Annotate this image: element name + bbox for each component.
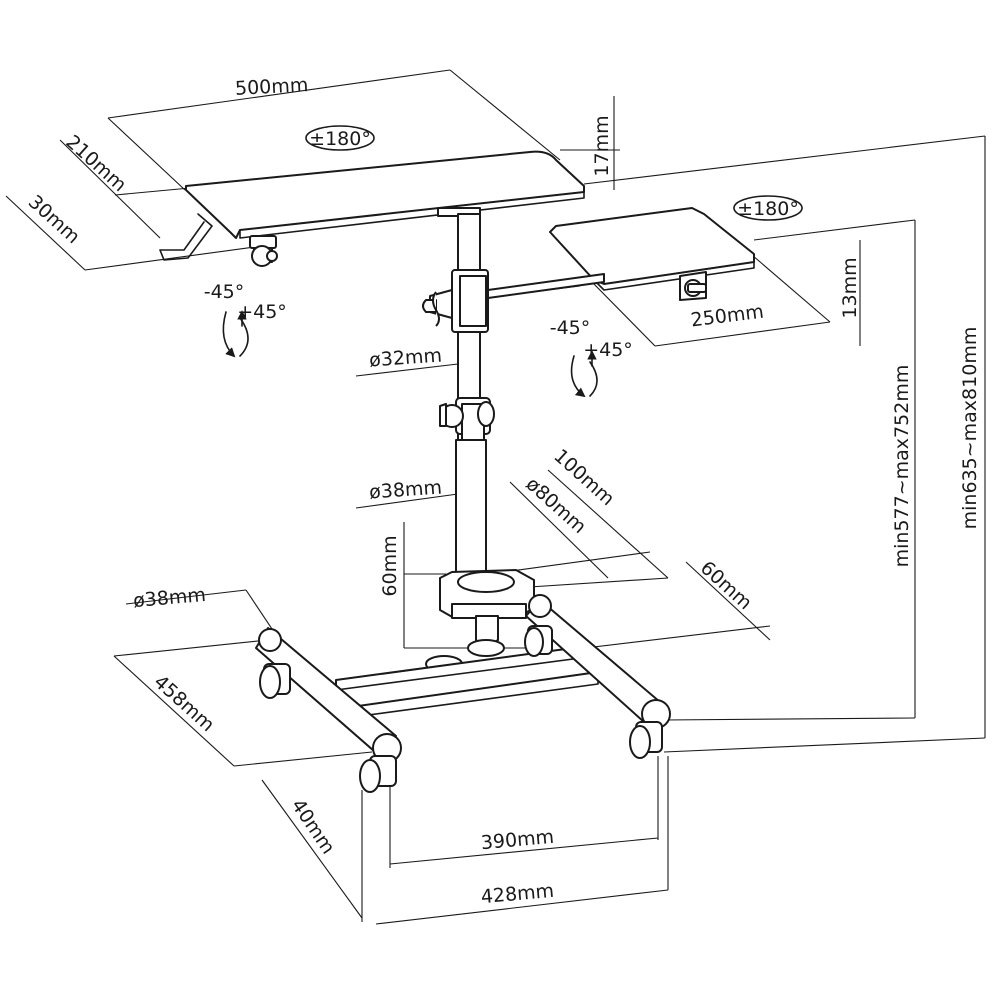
side-tilt-minus: -45° [550,317,591,339]
dim-13mm: 13mm [839,257,861,318]
dim-458mm: 458mm [149,671,218,736]
lower-pole [455,439,487,581]
side-tray-rotation-icon: ±180° [733,195,803,221]
caster-front-left [359,755,397,793]
height-range-top: min635~max810mm [959,327,981,530]
top-tilt-plus: +45° [237,301,287,323]
base-frame [255,594,671,763]
top-tray-tilt-arrow-icon [222,310,249,358]
side-tray [487,207,755,301]
dim-390mm: 390mm [480,826,555,854]
caster-back-left [259,663,291,699]
dim-30mm: 30mm [24,191,84,248]
side-tray-rotation-label: ±180° [737,198,799,220]
top-tray-rotation-icon: ±180° [305,125,375,151]
top-tray-rotation-label: ±180° [309,128,371,150]
dim-250mm: 250mm [690,301,765,332]
dim-210mm: 210mm [61,131,130,196]
top-tilt-minus: -45° [204,281,245,303]
dim-clamp-60mm: 60mm [696,557,756,614]
dimension-lines [5,69,986,925]
pole-collar-clamp [439,397,495,443]
side-tilt-plus: +45° [583,339,633,361]
tilt-labels: -45° +45° -45° +45° [204,281,633,361]
top-tray [159,150,585,267]
caster-front-right [629,721,663,759]
height-range-side: min577~max752mm [891,365,913,568]
caster-back-right [524,625,553,657]
dim-pole-38: ø38mm [368,477,442,504]
side-tray-tilt-arrow-icon [570,350,598,398]
dim-collar-60mm: 60mm [379,535,401,596]
dim-base-38: ø38mm [132,584,206,612]
dim-40mm: 40mm [287,795,339,858]
casters [259,625,663,793]
base-collar [425,569,535,673]
dim-pole-32: ø32mm [368,345,442,372]
dim-17mm: 17mm [591,115,613,176]
dim-500mm: 500mm [235,74,309,100]
